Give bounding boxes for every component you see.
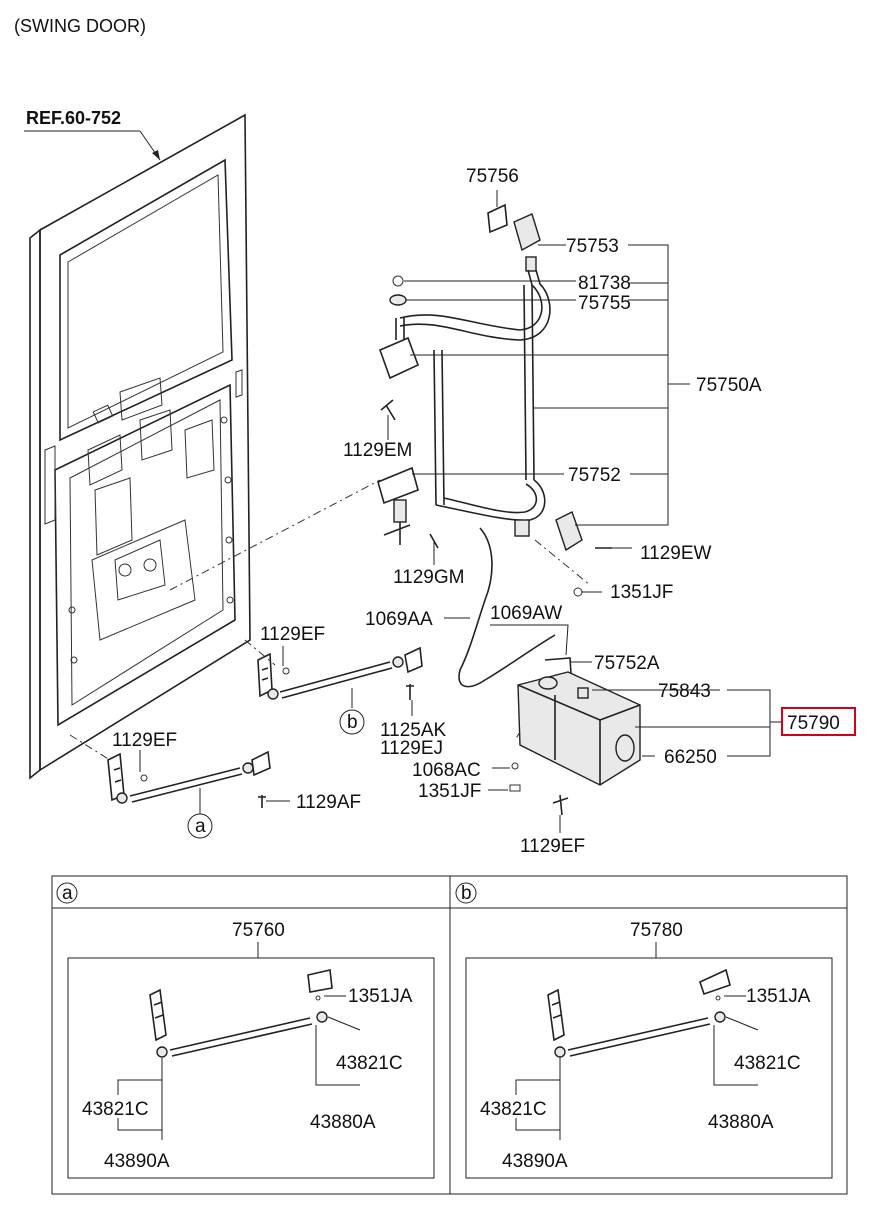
- detail-a-tag: a: [62, 883, 73, 904]
- callout-circle-b[interactable]: [339, 709, 365, 735]
- washer-hose-assembly: [377, 203, 612, 597]
- hose-leaders: [387, 190, 690, 593]
- label-1129gm[interactable]: 1129GM: [393, 567, 464, 588]
- label-1129ew[interactable]: 1129EW: [640, 543, 712, 564]
- detail-a-label-43821c-left[interactable]: 43821C: [82, 1099, 149, 1120]
- label-81738[interactable]: 81738: [578, 273, 631, 294]
- detail-b-label-43821c-right[interactable]: 43821C: [734, 1053, 801, 1074]
- label-1069aa[interactable]: 1069AA: [365, 609, 433, 630]
- detail-b-label-1351ja[interactable]: 1351JA: [746, 986, 811, 1007]
- label-75790[interactable]: 75790: [787, 713, 840, 734]
- detail-b-label-43821c-left[interactable]: 43821C: [480, 1099, 547, 1120]
- label-75752[interactable]: 75752: [568, 465, 621, 486]
- label-75756[interactable]: 75756: [466, 166, 519, 187]
- label-66250[interactable]: 66250: [664, 747, 717, 768]
- label-1129ej[interactable]: 1129EJ: [380, 738, 443, 759]
- label-1068ac[interactable]: 1068AC: [412, 760, 481, 781]
- relation-line-door-rod-a: [69, 734, 111, 761]
- rod-a-assembly: [107, 750, 290, 814]
- detail-b-label-43890a[interactable]: 43890A: [502, 1151, 568, 1172]
- detail-a-assembly-label[interactable]: 75760: [232, 920, 285, 941]
- detail-b-box: [465, 957, 833, 1179]
- detail-a-tag-circle: [56, 882, 78, 904]
- detail-a-label-43890a[interactable]: 43890A: [104, 1151, 170, 1172]
- detail-a-label-1351ja[interactable]: 1351JA: [348, 986, 413, 1007]
- detail-a-box: [67, 957, 435, 1179]
- callout-circle-a[interactable]: [187, 813, 213, 839]
- relation-line-door-tank: [169, 479, 381, 591]
- detail-b-tag-circle: [455, 882, 477, 904]
- relation-line-pipe-grommet: [534, 539, 591, 586]
- diagram-caption: (SWING DOOR): [14, 16, 146, 36]
- ref-label[interactable]: REF.60-752: [26, 108, 121, 128]
- label-1129ef-rod-a[interactable]: 1129EF: [112, 730, 177, 751]
- callout-label-b: b: [347, 712, 358, 733]
- swing-door: [29, 113, 251, 780]
- ref-arrowhead: [152, 150, 160, 160]
- callout-label-a: a: [195, 816, 206, 837]
- detail-b: b 75780 1351JA 43821C 43880A 43821C 4389…: [455, 882, 833, 1179]
- label-1129ef-rod-b[interactable]: 1129EF: [260, 624, 325, 645]
- label-75755[interactable]: 75755: [578, 293, 631, 314]
- label-75753[interactable]: 75753: [566, 236, 619, 257]
- rod-b-assembly: [257, 646, 423, 716]
- washer-reservoir: [509, 671, 641, 816]
- label-1129em[interactable]: 1129EM: [343, 440, 412, 461]
- label-1351jf-lower[interactable]: 1351JF: [418, 781, 481, 802]
- relation-line-door-rod-b: [244, 639, 276, 666]
- highlight-box-75790: [781, 707, 856, 736]
- label-75843[interactable]: 75843: [658, 681, 711, 702]
- label-1069aw[interactable]: 1069AW: [490, 603, 562, 624]
- detail-a: a 75760 1351JA 43821C 43880A 43821C 4389…: [56, 882, 435, 1179]
- label-1125ak[interactable]: 1125AK: [380, 720, 447, 741]
- detail-b-tag: b: [461, 883, 472, 904]
- detail-b-label-43880a[interactable]: 43880A: [708, 1112, 774, 1133]
- label-1129ef-tank[interactable]: 1129EF: [520, 836, 585, 857]
- label-1129af[interactable]: 1129AF: [296, 792, 361, 813]
- detail-a-label-43880a[interactable]: 43880A: [310, 1112, 376, 1133]
- label-75752a[interactable]: 75752A: [594, 653, 660, 674]
- detail-b-assembly-label[interactable]: 75780: [630, 920, 683, 941]
- detail-a-label-43821c-right[interactable]: 43821C: [336, 1053, 403, 1074]
- label-1351jf-upper[interactable]: 1351JF: [610, 582, 673, 603]
- label-75750a[interactable]: 75750A: [696, 375, 762, 396]
- reservoir-leaders: [488, 661, 782, 833]
